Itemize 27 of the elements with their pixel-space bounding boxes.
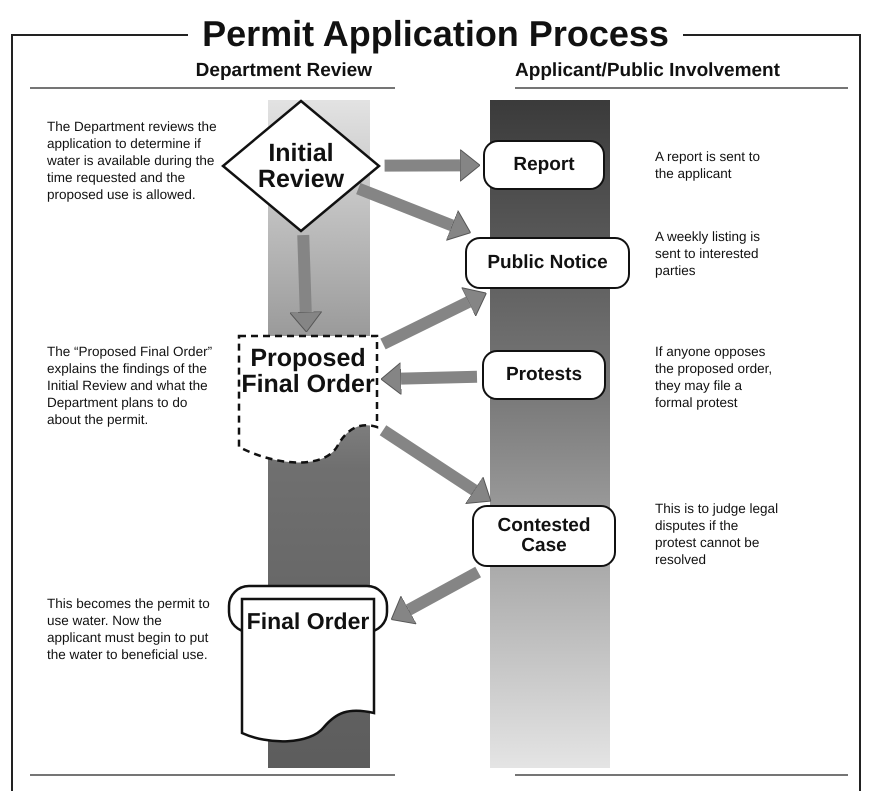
step-description: The “Proposed Final Order” explains the findings of the Initial Review and what the Department plans to do about the permit. bbox=[47, 343, 214, 428]
step-description: If anyone opposes the proposed order, they may file a formal protest bbox=[655, 343, 774, 411]
block-arrow bbox=[380, 362, 478, 396]
node-label: Final Order bbox=[246, 609, 370, 634]
step-description: This becomes the permit to use water. Now the applicant must begin to put the water to beneficial use. bbox=[47, 595, 211, 663]
process-box bbox=[483, 140, 605, 190]
column-heading: Department Review bbox=[196, 60, 372, 82]
node-label: Contested Case bbox=[496, 516, 592, 556]
block-arrow bbox=[380, 287, 487, 350]
process-box bbox=[465, 237, 630, 289]
node-label: Report bbox=[513, 155, 575, 175]
step-description: This is to judge legal disputes if the protest cannot be resolved bbox=[655, 500, 780, 568]
block-arrow bbox=[380, 425, 492, 504]
node-label: Protests bbox=[506, 365, 582, 385]
node-label: Proposed Final Order bbox=[240, 345, 376, 398]
process-box bbox=[472, 505, 616, 567]
process-box bbox=[482, 350, 606, 400]
step-description: A weekly listing is sent to interested parties bbox=[655, 228, 762, 279]
block-arrow bbox=[390, 566, 482, 624]
block-arrow bbox=[356, 182, 472, 241]
node-label: Public Notice bbox=[487, 253, 608, 273]
node-label: Initial Review bbox=[256, 140, 346, 192]
block-arrow bbox=[384, 148, 480, 182]
block-arrow bbox=[289, 234, 322, 332]
step-description: The Department reviews the application to determine if water is available during the time requested and the proposed use is allowed. bbox=[47, 118, 218, 203]
step-description: A report is sent to the applicant bbox=[655, 148, 762, 182]
column-heading: Applicant/Public Involvement bbox=[515, 60, 780, 82]
